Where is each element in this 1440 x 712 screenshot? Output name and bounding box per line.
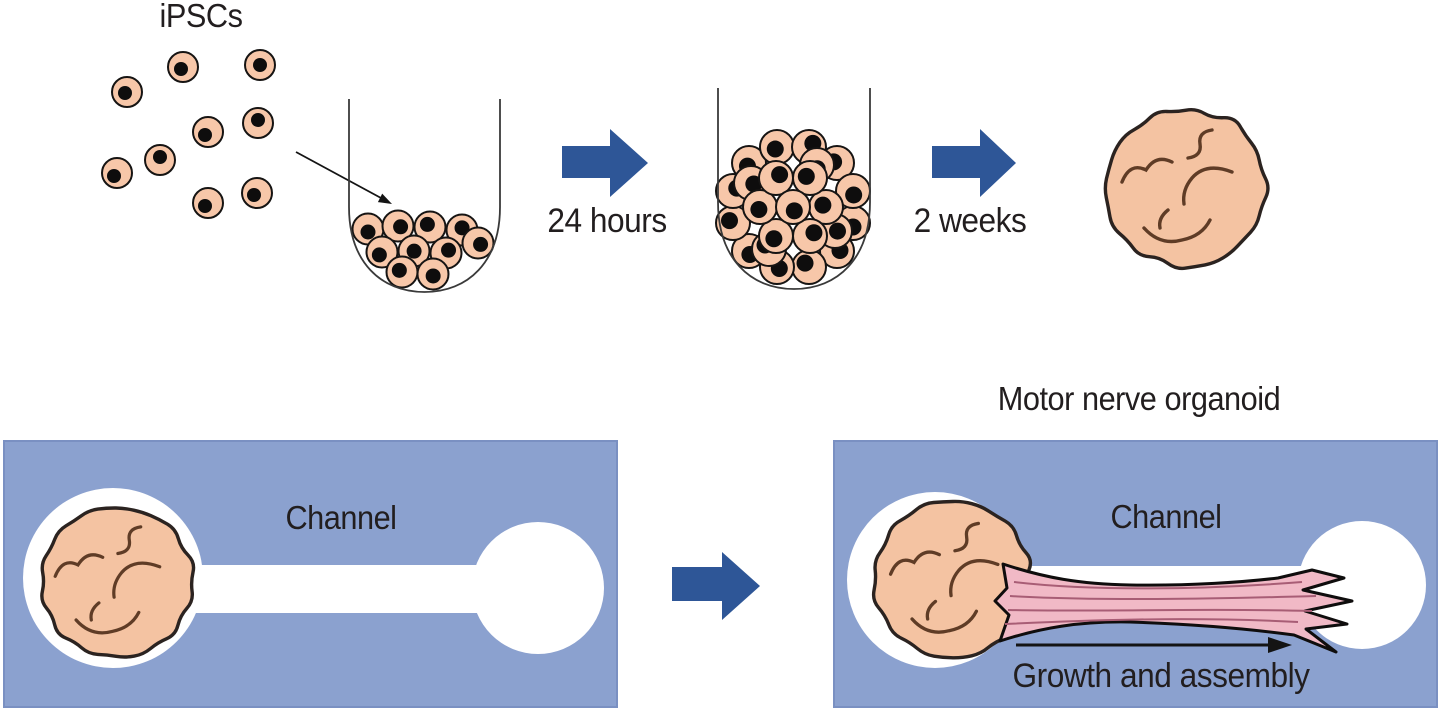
microwell-1 bbox=[348, 99, 501, 293]
channel-label-right: Channel bbox=[1110, 498, 1222, 535]
microwell-2-cells bbox=[715, 129, 871, 285]
device-left-well-right bbox=[472, 522, 604, 654]
device-right-well-right bbox=[1298, 521, 1426, 649]
motor-nerve-organoid-label: Motor nerve organoid bbox=[997, 380, 1281, 417]
seeding-arrow-icon bbox=[295, 151, 392, 204]
microwell-1-cells bbox=[351, 209, 495, 291]
step-arrow-2-icon bbox=[932, 129, 1016, 197]
microwell-2 bbox=[717, 88, 871, 290]
organoid-in-left-device bbox=[40, 506, 196, 659]
step-arrow-1-icon bbox=[562, 129, 648, 197]
device-step-arrow-icon bbox=[672, 552, 760, 620]
axon-bundle bbox=[993, 562, 1354, 654]
ipsc-cells bbox=[101, 49, 276, 219]
organoid-top bbox=[1103, 108, 1270, 271]
growth-assembly-label: Growth and assembly bbox=[1012, 657, 1310, 695]
ipscs-label: iPSCs bbox=[159, 0, 243, 34]
step2-duration-label: 2 weeks bbox=[913, 202, 1027, 240]
step1-duration-label: 24 hours bbox=[547, 202, 667, 240]
growth-arrow-icon bbox=[1016, 637, 1292, 653]
channel-label-left: Channel bbox=[285, 499, 397, 536]
